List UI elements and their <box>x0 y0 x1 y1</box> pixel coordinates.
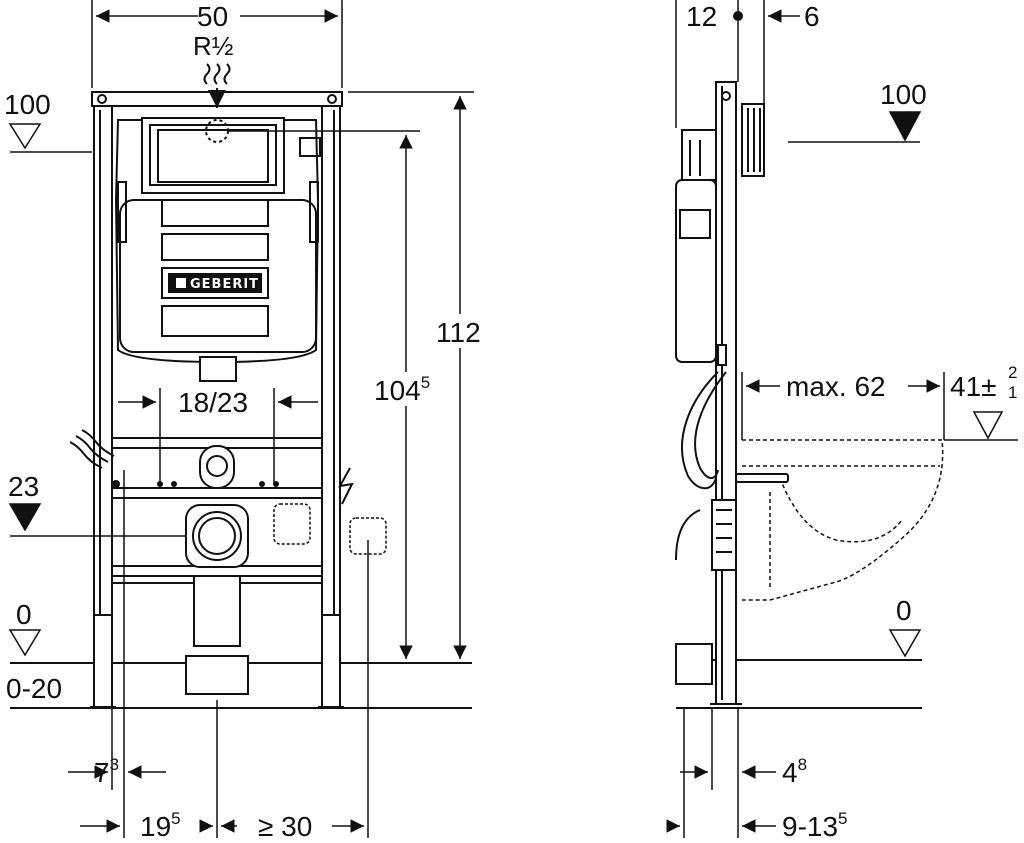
level-top-label: 100 <box>4 89 51 120</box>
side-level-markers <box>788 111 1018 658</box>
electric-icon <box>338 467 354 505</box>
height-drain-label: 1045 <box>374 373 430 406</box>
level-markers <box>8 123 92 657</box>
side-frame <box>710 81 765 705</box>
flush-hose <box>681 344 727 490</box>
frame <box>90 91 344 708</box>
button-spacing-label: 18/23 <box>178 387 248 418</box>
pan-bracket <box>675 473 789 685</box>
offset-b-label: 195 <box>140 809 181 842</box>
side-cistern <box>675 129 717 363</box>
dim-max-length <box>741 372 945 440</box>
height-total-label: 112 <box>436 317 481 348</box>
wall-a-label: 48 <box>782 755 807 788</box>
brand-logo: GEBERIT <box>168 273 262 293</box>
tolerance-label: 41± <box>950 371 997 402</box>
tolerance-plus: 2 <box>1008 363 1017 382</box>
width-label: 50 <box>197 1 228 32</box>
brand-name: GEBERIT <box>190 277 259 292</box>
front-view: GEBERIT <box>4 0 488 842</box>
fixing-points <box>112 480 279 488</box>
depth-point <box>733 11 743 21</box>
offset-a-label: 73 <box>94 755 119 788</box>
level-floor-label: 0 <box>16 599 32 630</box>
wc-pan-outline <box>742 439 944 601</box>
depth-a-label: 12 <box>686 1 717 32</box>
level-mid-label: 23 <box>8 471 39 502</box>
dim-bottom <box>68 470 369 838</box>
electrical-boxes <box>273 503 387 555</box>
wall-b-label: 9-135 <box>782 809 848 842</box>
side-level-top-label: 100 <box>880 79 927 110</box>
floor-range-label: 0-20 <box>6 673 62 704</box>
water-inlet <box>203 63 420 143</box>
flush-bend <box>10 445 249 695</box>
tolerance-minus: 1 <box>1008 383 1017 402</box>
dim-height-total <box>348 91 474 659</box>
side-view: 12 6 100 0 max. 62 41± 2 1 <box>666 0 1018 842</box>
depth-b-label: 6 <box>804 1 820 32</box>
max-length-label: max. 62 <box>786 371 886 402</box>
side-dim-bottom <box>666 708 776 838</box>
cistern <box>114 117 321 382</box>
dim-button-spacing <box>118 388 318 484</box>
clearance-label: ≥ 30 <box>258 811 312 842</box>
steam-icon <box>69 429 115 469</box>
pipe-label: R½ <box>193 31 233 61</box>
side-level-floor-label: 0 <box>896 595 912 626</box>
